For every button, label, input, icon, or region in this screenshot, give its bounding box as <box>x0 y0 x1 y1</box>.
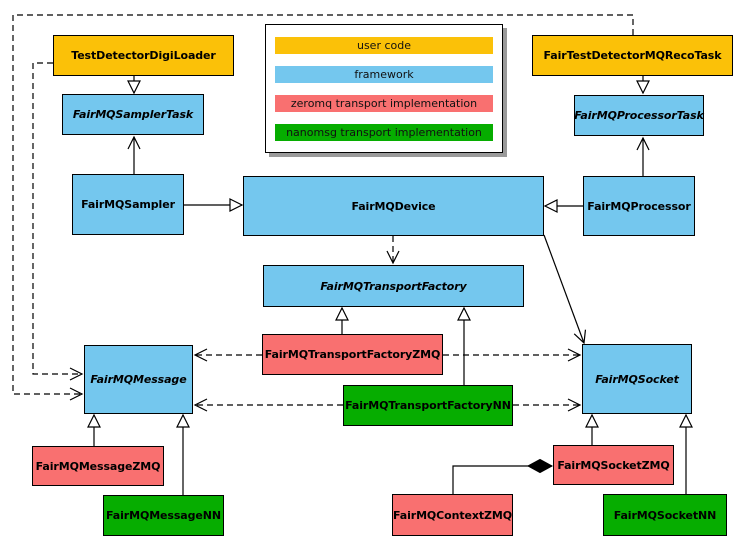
class-box-fairmqmessagenn: FairMQMessageNN <box>103 495 224 536</box>
legend-item-nanomsg: nanomsg transport implementation <box>275 124 493 141</box>
class-box-fairmqmessagezmq: FairMQMessageZMQ <box>32 446 164 486</box>
legend-label: user code <box>356 39 412 52</box>
class-box-fairmqtransportfactoryzmq: FairMQTransportFactoryZMQ <box>262 334 443 375</box>
class-box-fairmqsampler: FairMQSampler <box>72 174 184 235</box>
legend-label: nanomsg transport implementation <box>286 126 482 139</box>
class-box-fairmqprocessor: FairMQProcessor <box>583 176 695 236</box>
class-box-fairmqsocketnn: FairMQSocketNN <box>603 494 727 536</box>
class-box-testdetectordigiloader: TestDetectorDigiLoader <box>53 35 234 76</box>
class-box-fairmqsocketzmq: FairMQSocketZMQ <box>553 445 674 485</box>
class-box-fairmqcontextzmq: FairMQContextZMQ <box>392 494 513 536</box>
class-box-fairmqtransportfactorynn: FairMQTransportFactoryNN <box>343 385 513 426</box>
legend: user code framework zeromq transport imp… <box>265 24 503 153</box>
class-box-fairmqsocket: FairMQSocket <box>582 344 692 414</box>
edge-contextzmq-socketzmq-composition <box>452 466 552 494</box>
legend-item-framework: framework <box>275 66 493 83</box>
legend-item-zeromq: zeromq transport implementation <box>275 95 493 112</box>
edge-device-socket-association <box>543 234 587 345</box>
class-box-fairmqdevice: FairMQDevice <box>243 176 544 236</box>
edge-digiloader-message-dependency <box>32 62 84 381</box>
class-box-fairmqmessage: FairMQMessage <box>84 345 193 414</box>
class-box-fairmqsamplertask: FairMQSamplerTask <box>62 94 204 135</box>
legend-item-user-code: user code <box>275 37 493 54</box>
legend-label: zeromq transport implementation <box>290 97 478 110</box>
legend-label: framework <box>354 68 414 81</box>
class-box-fairmqprocessortask: FairMQProcessorTask <box>574 95 704 136</box>
class-box-fairmqtransportfactory: FairMQTransportFactory <box>263 265 524 307</box>
edge-recotask-message-dependency <box>12 14 634 401</box>
class-box-fairtestdetectormqrecotask: FairTestDetectorMQRecoTask <box>532 35 733 76</box>
